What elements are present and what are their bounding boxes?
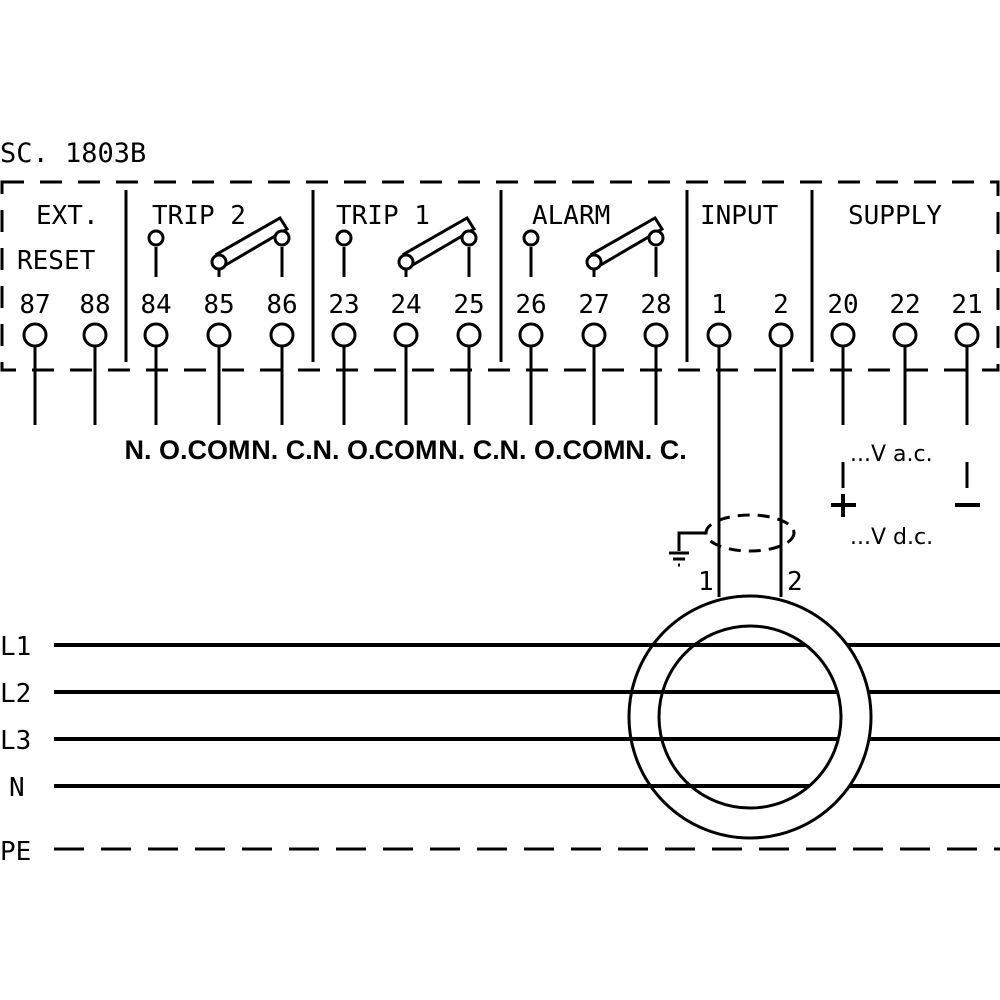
terminal-screw xyxy=(581,322,607,348)
line-label-l3: L3 xyxy=(0,726,31,756)
terminal-label: 28 xyxy=(640,290,671,320)
terminal-label: 27 xyxy=(578,290,609,320)
contact-label: N. C. xyxy=(625,435,687,465)
terminals xyxy=(22,322,980,425)
terminal-label: 24 xyxy=(390,290,421,320)
section-label-alarm: ALARM xyxy=(532,201,610,231)
contact-label: COM xyxy=(188,435,251,465)
contact-label: N. O. xyxy=(124,435,187,465)
cable-shield-icon xyxy=(669,513,796,567)
terminal-screw xyxy=(643,322,669,348)
terminal-screw xyxy=(768,322,794,348)
contact-label: N. O. xyxy=(499,435,562,465)
cable-label-2: 2 xyxy=(787,567,803,597)
terminal-label: 87 xyxy=(19,290,50,320)
terminal-screw xyxy=(456,322,482,348)
terminal-label: 84 xyxy=(140,290,171,320)
cable-label-1: 1 xyxy=(698,567,714,597)
section-label-supply: SUPPLY xyxy=(848,201,942,231)
terminal-label: 20 xyxy=(827,290,858,320)
plus-icon xyxy=(831,494,856,517)
section-label-reset: RESET xyxy=(17,246,96,276)
line-labels: L1 L2 L3 N PE xyxy=(0,632,31,867)
relay-contact-alarm xyxy=(522,215,665,277)
terminal-screw xyxy=(82,322,108,348)
terminal-label: 21 xyxy=(951,290,982,320)
terminal-screw xyxy=(954,322,980,348)
contact-label: COM xyxy=(375,435,438,465)
device-enclosure xyxy=(0,180,1000,372)
terminal-label: 86 xyxy=(266,290,297,320)
line-label-n: N xyxy=(9,773,25,803)
supply-wiring xyxy=(841,462,969,488)
section-label-trip-1: TRIP 1 xyxy=(336,201,430,231)
terminal-screw xyxy=(143,322,169,348)
terminal-label: 88 xyxy=(79,290,110,320)
contact-label: N. C. xyxy=(438,435,500,465)
line-label-l1: L1 xyxy=(0,632,31,662)
contact-label: N. O. xyxy=(312,435,375,465)
relay-contact-trip-2 xyxy=(147,215,291,277)
terminal-screw xyxy=(206,322,232,348)
terminal-label: 25 xyxy=(453,290,484,320)
section-separators xyxy=(124,190,814,362)
line-label-pe: PE xyxy=(0,837,31,867)
terminal-screw xyxy=(269,322,295,348)
section-label-input: INPUT xyxy=(700,201,779,231)
terminal-labels: 87 88 84 85 86 23 24 25 26 27 28 1 2 20 … xyxy=(19,290,982,320)
contact-label: COM xyxy=(563,435,626,465)
section-label-trip-2: TRIP 2 xyxy=(152,201,246,231)
line-label-l2: L2 xyxy=(0,679,31,709)
terminal-label: 23 xyxy=(328,290,359,320)
terminal-screw xyxy=(892,322,918,348)
terminal-label: 85 xyxy=(203,290,234,320)
contact-label: N. C. xyxy=(251,435,313,465)
terminal-screw xyxy=(393,322,419,348)
current-transformer-icon xyxy=(627,594,873,840)
input-cable xyxy=(717,346,783,597)
terminal-screw xyxy=(830,322,856,348)
terminal-label: 22 xyxy=(889,290,920,320)
supply-ac-label: ...V a.c. xyxy=(850,442,933,467)
terminal-screw xyxy=(22,322,48,348)
contact-labels: N. O. COM N. C. N. O. COM N. C. N. O. CO… xyxy=(124,435,686,465)
terminal-label: 26 xyxy=(515,290,546,320)
diagram-title: SC. 1803B xyxy=(0,138,146,169)
terminal-screw xyxy=(331,322,357,348)
terminal-screw xyxy=(706,322,732,348)
relay-contact-trip-1 xyxy=(335,215,478,277)
section-label-ext: EXT. xyxy=(36,201,99,231)
terminal-label: 2 xyxy=(773,290,789,320)
terminal-screw xyxy=(518,322,544,348)
terminal-label: 1 xyxy=(711,290,727,320)
supply-dc-label: ...V d.c. xyxy=(850,525,933,550)
